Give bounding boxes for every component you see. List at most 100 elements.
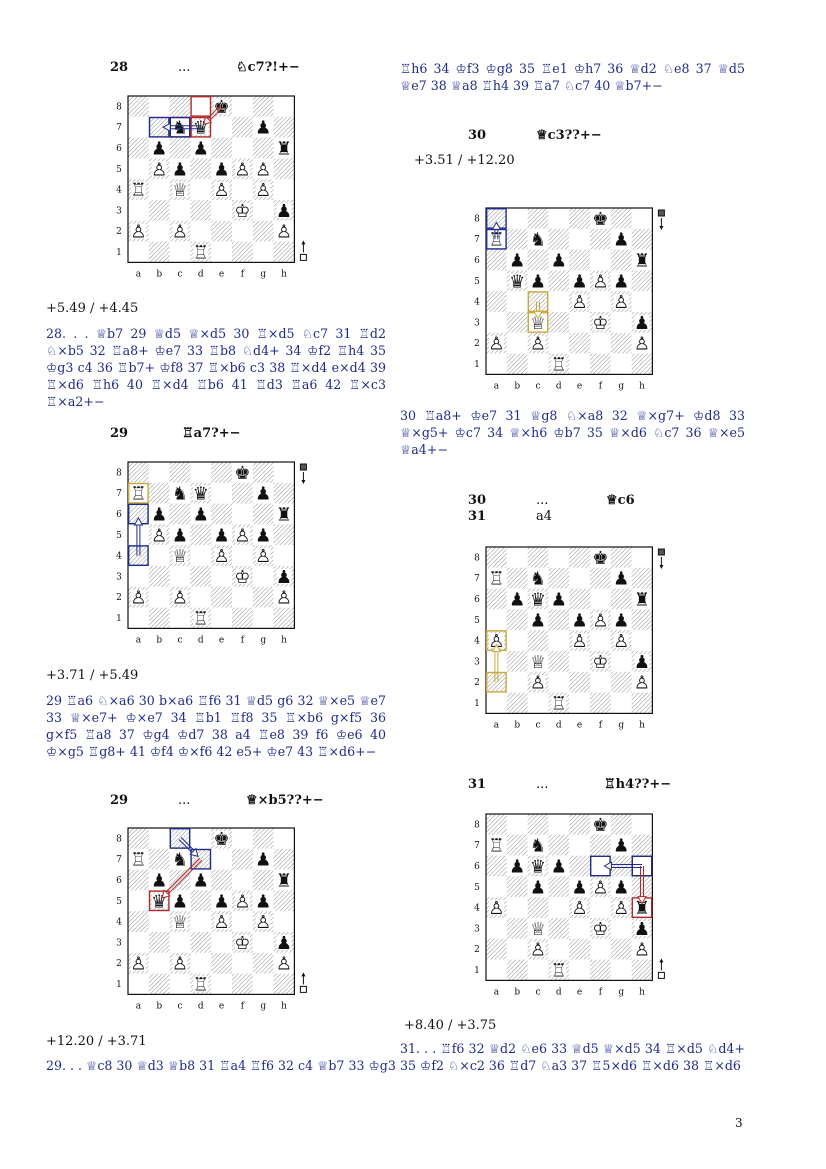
square-highlight: [486, 671, 507, 693]
piece-backdrop: [151, 872, 167, 888]
piece-backdrop: [530, 654, 546, 669]
piece-backdrop: [131, 589, 146, 605]
rank-label: 4: [116, 552, 122, 562]
white-piece-h2: ♙: [634, 673, 650, 694]
rank-label: 4: [474, 904, 480, 914]
board-border: [127, 461, 295, 629]
white-piece-e4: ♙: [572, 898, 588, 919]
piece-backdrop: [193, 610, 209, 626]
white-piece-f3: ♔: [592, 919, 608, 940]
move-dots: ...: [536, 777, 549, 792]
piece-backdrop: [509, 252, 525, 268]
piece-backdrop: [214, 182, 229, 197]
board-square: [569, 814, 590, 835]
board-square: [128, 116, 149, 138]
file-label: e: [219, 269, 224, 279]
piece-backdrop: [530, 591, 546, 607]
board-square: [548, 834, 570, 856]
rank-label: 5: [116, 531, 122, 541]
black-piece-b6: ♟: [151, 139, 167, 160]
piece-backdrop: [530, 879, 546, 895]
board-square: [232, 828, 253, 849]
file-label: d: [198, 1001, 204, 1011]
board-square: [211, 869, 232, 891]
white-piece-h2: ♙: [634, 940, 650, 961]
board-square: [232, 241, 253, 263]
variation-text: 28. . . ♕b7 29 ♕d5 ♕×d5 30 ♖×d5 ♘c7 31 ♖…: [46, 326, 386, 409]
board-square: [211, 462, 232, 483]
black-piece-h6: ♜: [276, 139, 292, 160]
white-piece-a2: ♙: [488, 334, 504, 355]
board-square: [273, 848, 295, 870]
board-square: [569, 671, 590, 693]
board-square: [232, 848, 253, 870]
white-piece-e4: ♙: [214, 180, 230, 201]
piece-backdrop: [172, 223, 188, 239]
white-piece-f3: ♔: [234, 567, 250, 588]
turn-indicator-black: [299, 463, 307, 484]
white-piece-g4: ♙: [255, 912, 271, 933]
black-piece-h6: ♜: [276, 871, 292, 892]
board-square: [273, 890, 295, 912]
file-label: g: [618, 987, 624, 997]
board-square: [486, 609, 507, 631]
board-square: [232, 973, 253, 995]
board-square: [610, 208, 632, 229]
black-piece-e5: ♟: [572, 877, 588, 898]
board-square: [548, 938, 570, 960]
board-square: [252, 566, 274, 587]
board-square: [506, 567, 528, 589]
white-piece-a2: ♙: [130, 954, 146, 975]
white-piece-d1: ♖: [551, 961, 567, 982]
white-piece-g4: ♙: [255, 546, 271, 567]
board-square: [273, 462, 295, 483]
white-piece-c3: ♕: [530, 919, 546, 940]
variation-text: 30 ♖a8+ ♔e7 31 ♕g8 ♘×a8 32 ♕×g7+ ♔d8 33 …: [400, 408, 745, 457]
piece-backdrop: [530, 921, 546, 936]
board-square: [252, 932, 274, 953]
black-piece-e5: ♟: [214, 525, 230, 546]
black-piece-b6: ♟: [509, 590, 525, 611]
board-square: [548, 876, 570, 898]
piece-backdrop: [276, 223, 292, 239]
black-piece-b6: ♟: [509, 857, 525, 878]
piece-backdrop: [276, 203, 292, 218]
black-piece-h3: ♟: [276, 567, 292, 588]
board-square: [169, 200, 191, 221]
board-square: [128, 973, 149, 995]
board-square: [548, 312, 570, 333]
board-square: [252, 503, 274, 525]
white-piece-c2: ♙: [530, 673, 546, 694]
rank-label: 3: [474, 924, 480, 934]
file-label: f: [599, 987, 603, 997]
board-square: [506, 671, 528, 693]
board-square: [252, 241, 274, 263]
board-square: [569, 834, 590, 856]
white-piece-f3: ♔: [592, 313, 608, 334]
rank-label: 7: [474, 574, 480, 584]
board-square: [273, 545, 295, 566]
black-piece-d6: ♟: [193, 139, 209, 160]
black-piece-e5: ♟: [572, 271, 588, 292]
board-square: [128, 503, 149, 525]
square-highlight: [148, 890, 170, 912]
piece-backdrop: [593, 273, 608, 289]
piece-backdrop: [489, 570, 504, 586]
piece-backdrop: [172, 182, 188, 197]
black-piece-c5: ♟: [530, 271, 546, 292]
piece-backdrop: [593, 315, 608, 330]
board-square: [631, 547, 653, 568]
file-label: h: [639, 381, 645, 391]
white-piece-a7: ♖: [488, 569, 504, 590]
white-piece-c2: ♙: [172, 222, 188, 243]
rank-label: 8: [116, 468, 122, 478]
board-square: [190, 220, 212, 242]
piece-backdrop: [530, 231, 546, 247]
move-dots: ...: [178, 60, 191, 75]
board-square: [273, 96, 295, 117]
board-square: [128, 96, 149, 117]
board-square: [506, 918, 528, 939]
board-square: [190, 952, 212, 974]
board-square: [273, 482, 295, 504]
